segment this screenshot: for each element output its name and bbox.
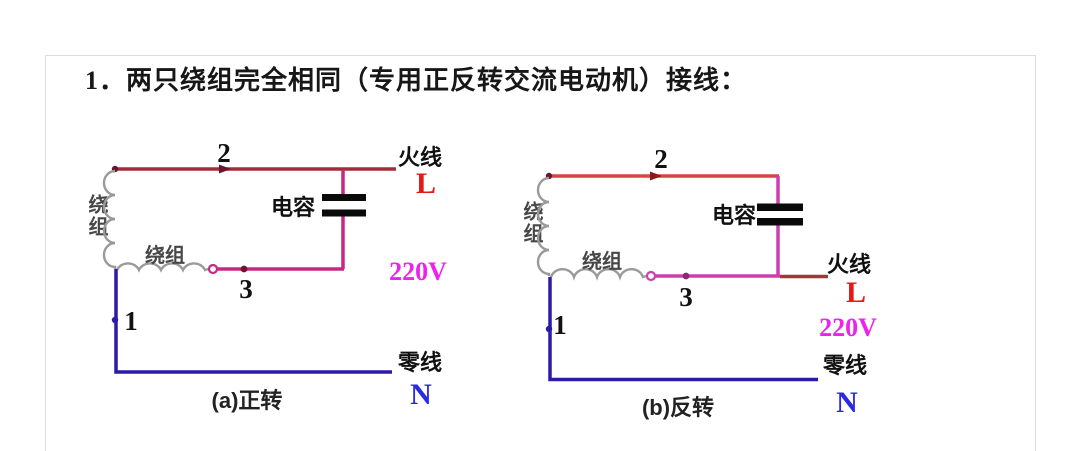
terminal-label-2-a: 2: [217, 138, 231, 168]
main-winding-coil-b: [536, 176, 551, 276]
main-winding-label-a: 绕组: [85, 194, 107, 238]
neutral-wire-label-a: 零线: [397, 350, 442, 375]
page-title: 1．两只绕组完全相同（专用正反转交流电动机）接线：: [85, 66, 748, 95]
aux-winding-coil-a: [115, 262, 209, 273]
main-winding-label-b: 绕组: [520, 201, 542, 245]
current-arrow-a-top: [219, 164, 231, 174]
aux-winding-label-a: 绕组: [145, 243, 185, 267]
terminal-circle-a: [207, 263, 219, 275]
neutral-symbol-a: N: [410, 378, 432, 411]
circuit-b: 2 3 1 绕组 电容 火线 L 220V 零线 N (b)反转: [536, 144, 877, 420]
circuit-a: 2 3 1 绕组 电容 火线 L 220V 零线 N (a)正转: [102, 138, 447, 413]
live-symbol-a: L: [416, 167, 436, 200]
neutral-wire-a: [114, 269, 392, 374]
junction-dot-a-1: [111, 316, 119, 324]
capacitor-plate: [757, 218, 803, 226]
live-wire-label-b: 火线: [827, 252, 871, 277]
current-dot-b-mid: [682, 272, 690, 280]
neutral-symbol-b: N: [836, 386, 858, 419]
terminal-label-3-a: 3: [239, 274, 253, 304]
terminal-label-3-b: 3: [679, 282, 693, 312]
capacitor-plate: [757, 203, 803, 211]
main-winding-coil-a: [102, 169, 117, 269]
terminal-circle-b: [645, 270, 657, 282]
capacitor-label-b: 电容: [712, 203, 756, 228]
current-dot-a-mid: [240, 265, 248, 273]
capacitor-label-a: 电容: [271, 195, 315, 220]
caption-a: (a)正转: [212, 388, 283, 413]
live-wire-label-a: 火线: [398, 145, 442, 170]
live-symbol-b: L: [846, 276, 866, 309]
current-arrow-b-top: [650, 171, 662, 181]
caption-b: (b)反转: [642, 395, 714, 420]
terminal-label-1-a: 1: [124, 306, 138, 336]
neutral-wire-label-b: 零线: [822, 353, 867, 378]
aux-winding-label-b: 绕组: [582, 249, 622, 273]
junction-dot-b-1: [545, 325, 553, 333]
capacitor-plate: [322, 194, 366, 201]
capacitor-plate: [322, 209, 366, 217]
aux-winding-coil-b: [549, 268, 647, 281]
terminal-label-2-b: 2: [654, 144, 668, 174]
voltage-label-a: 220V: [389, 257, 447, 286]
voltage-label-b: 220V: [819, 313, 877, 342]
neutral-wire-b: [548, 277, 818, 382]
terminal-label-1-b: 1: [553, 310, 567, 340]
